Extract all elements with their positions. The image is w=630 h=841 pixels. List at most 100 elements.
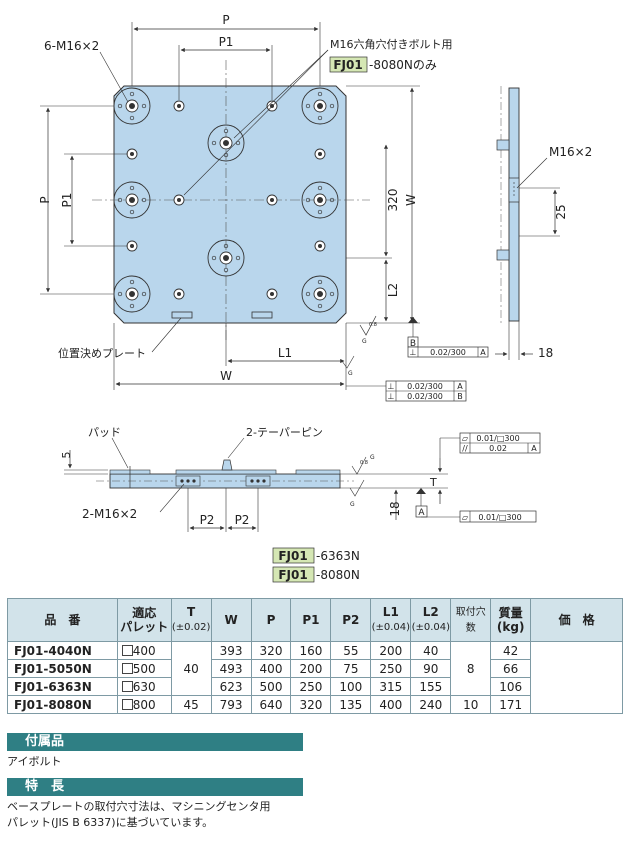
dim-320: 320 (386, 189, 400, 212)
note-suffix-2: -8080N (316, 568, 360, 582)
features-line-2: パレット(JIS B 6337)に基づいています。 (7, 816, 214, 829)
side-18: 18 (538, 346, 553, 360)
dim-l1: L1 (278, 346, 292, 360)
cell-p2: 100 (330, 677, 372, 696)
dim-p2-left: P2 (200, 513, 215, 527)
dim-t: T (429, 476, 437, 489)
cell-p1: 250 (290, 677, 332, 696)
dim-l2: L2 (386, 283, 400, 297)
cell-model: FJ01-4040N (7, 641, 118, 660)
tol-flat-box2: 0.01/□300 (478, 513, 521, 522)
cell-pallet: 400 (116, 641, 172, 660)
table-row: FJ01-8080N 800 45 793 640 320 135 400 24… (7, 695, 623, 714)
svg-text:G: G (350, 501, 355, 508)
cell-pallet: 630 (116, 677, 172, 696)
cell-p2: 55 (330, 641, 372, 660)
tol-perp-line2-ref: B (457, 392, 463, 401)
cell-p: 500 (250, 677, 292, 696)
svg-text://: // (462, 444, 468, 453)
cell-p2: 75 (330, 659, 372, 678)
cell-mass: 42 (490, 641, 532, 660)
technical-drawing: P P1 6-M16×2 M16六角穴付きボルト用 FJ01 -8080Nのみ … (38, 13, 592, 583)
cell-p1: 200 (290, 659, 332, 678)
label-positioning-plate: 位置決めプレート (58, 346, 146, 360)
label-m16-bolt: M16六角穴付きボルト用 (330, 37, 453, 51)
accessories-header: 付属品 (7, 733, 303, 751)
cell-l1: 250 (370, 659, 412, 678)
tol-ref-a: A (480, 348, 486, 357)
note-tag-2: FJ01 (278, 568, 307, 582)
header-p: P (250, 598, 292, 642)
tol-perp-line1-ref: A (457, 382, 463, 391)
svg-text:⊥: ⊥ (410, 348, 417, 357)
svg-text:⊥: ⊥ (388, 382, 395, 391)
table-row: FJ01-5050N 500 493 400 200 75 250 90 66 (7, 659, 623, 678)
dim-p1-top: P1 (219, 35, 234, 49)
cell-p: 320 (250, 641, 292, 660)
top-view: P P1 6-M16×2 M16六角穴付きボルト用 FJ01 -8080Nのみ … (38, 13, 489, 402)
svg-text:G: G (348, 370, 353, 377)
tol-perp-line1: 0.02/300 (407, 382, 443, 391)
cell-mass: 171 (490, 695, 532, 714)
cell-w: 393 (210, 641, 252, 660)
table-header-row: 品 番 適応パレット T(±0.02) W P P1 P2 L1(±0.04) … (7, 598, 623, 642)
label-6-m16: 6-M16×2 (44, 39, 99, 53)
dim-18-front: 18 (388, 501, 402, 516)
cell-l1: 400 (370, 695, 412, 714)
side-view: M16×2 25 18 (495, 86, 592, 360)
table-row: FJ01-4040N 400 40 393 320 160 55 200 40 … (7, 641, 623, 714)
cell-p1: 320 (290, 695, 332, 714)
header-mass: 質量(kg) (490, 598, 532, 642)
dim-w-horizontal: W (220, 369, 232, 383)
rough-g: G (362, 338, 367, 345)
header-t: T(±0.02) (170, 598, 212, 642)
cell-holes-group: 8 (450, 641, 492, 696)
note-suffix-1: -6363N (316, 549, 360, 563)
cell-p: 400 (250, 659, 292, 678)
table-row: FJ01-6363N 630 623 500 250 100 315 155 1… (7, 677, 623, 696)
cell-pallet: 800 (116, 695, 172, 714)
tol-par-ref: A (531, 444, 537, 453)
label-pad: パッド (88, 426, 121, 439)
cell-model: FJ01-8080N (7, 695, 118, 714)
cell-t-group: 40 (170, 641, 212, 696)
tol-perp-line2: 0.02/300 (407, 392, 443, 401)
header-holes: 取付穴数 (450, 598, 492, 642)
side-m16: M16×2 (549, 145, 592, 159)
dim-p1-left: P1 (60, 193, 74, 208)
cell-t: 45 (170, 695, 212, 714)
cell-p1: 160 (290, 641, 332, 660)
header-p2: P2 (330, 598, 372, 642)
base-plate (113, 85, 347, 324)
svg-text:▱: ▱ (462, 513, 469, 522)
cell-l2: 155 (410, 677, 452, 696)
dim-p-top: P (222, 13, 229, 27)
cell-l1: 315 (370, 677, 412, 696)
cell-mass: 66 (490, 659, 532, 678)
spec-table: 品 番 適応パレット T(±0.02) W P P1 P2 L1(±0.04) … (7, 598, 623, 714)
model-note: FJ01 -6363N FJ01 -8080N (272, 547, 360, 583)
header-l1: L1(±0.04) (370, 598, 412, 642)
tol-perp-300-a: 0.02/300 (430, 348, 466, 357)
label-2m16: 2-M16×2 (82, 507, 137, 521)
cell-l2: 240 (410, 695, 452, 714)
svg-text:▱: ▱ (462, 434, 469, 443)
label-taper-pin: 2-テーパーピン (246, 426, 323, 439)
fj01-tag: FJ01 (333, 58, 362, 72)
dim-5: 5 (60, 452, 73, 459)
features-header: 特 長 (7, 778, 303, 796)
svg-text:G: G (370, 454, 375, 461)
cell-p: 640 (250, 695, 292, 714)
rough-08: 0.8 (369, 322, 377, 328)
features-line-1: ベースプレートの取付穴寸法は、マシニングセンタ用 (7, 800, 271, 813)
side-plate (508, 87, 520, 322)
cell-l2: 40 (410, 641, 452, 660)
header-p1: P1 (290, 598, 332, 642)
tol-par-box1: 0.02 (489, 444, 507, 453)
note-tag-1: FJ01 (278, 549, 307, 563)
header-pallet: 適応パレット (116, 598, 172, 642)
cell-w: 793 (210, 695, 252, 714)
header-model: 品 番 (7, 598, 118, 642)
header-price: 価 格 (530, 598, 623, 642)
datum-a: A (418, 508, 425, 518)
